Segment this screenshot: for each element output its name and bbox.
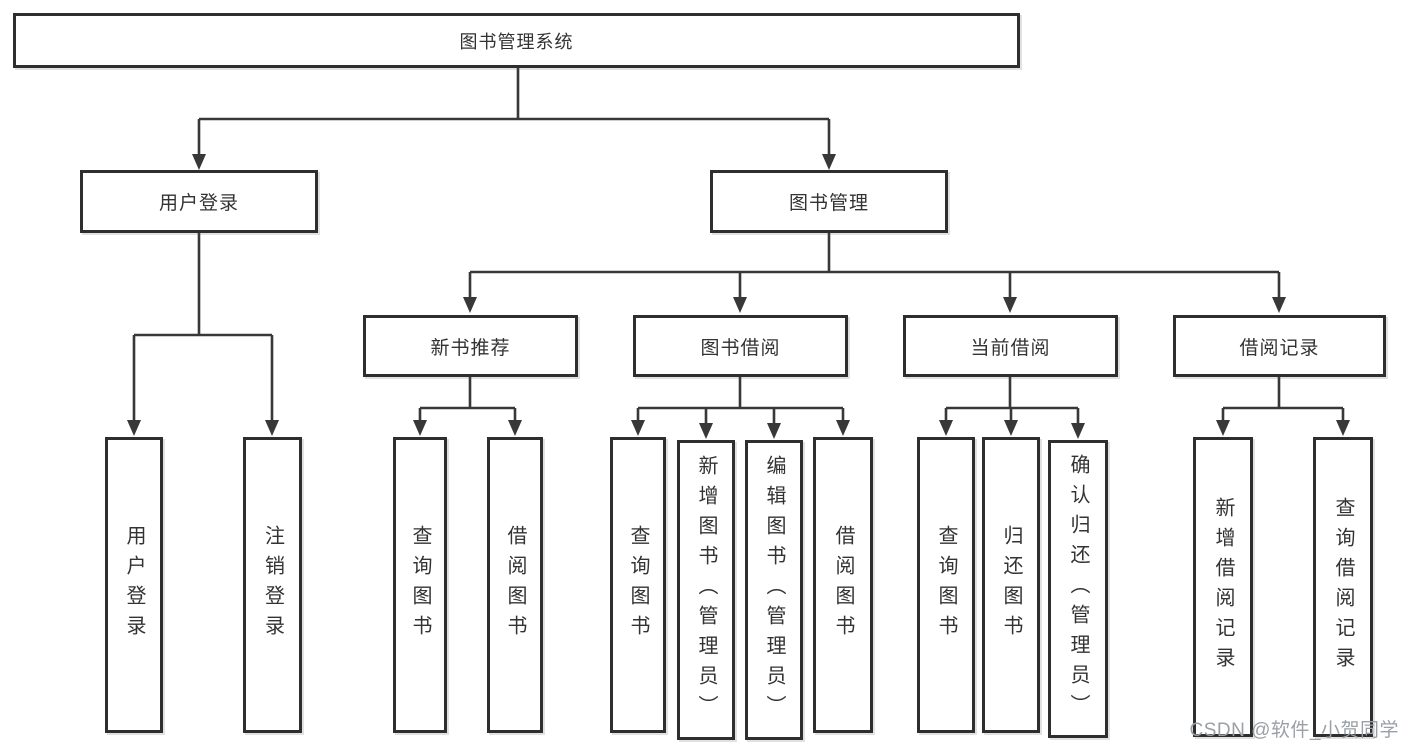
node-current-borrow: 当前借阅 — [903, 315, 1118, 377]
leaf-return-books: 归还图书 — [982, 437, 1040, 733]
node-new-book-recommend: 新书推荐 — [363, 315, 578, 377]
leaf-logout: 注销登录 — [243, 437, 302, 733]
leaf-borrow-books-recommend: 借阅图书 — [487, 437, 543, 733]
leaf-query-books-borrow: 查询图书 — [610, 437, 666, 733]
leaf-query-borrow-record: 查询借阅记录 — [1313, 437, 1373, 737]
arrowhead-icons — [127, 154, 1350, 439]
leaf-user-login: 用户登录 — [105, 437, 163, 733]
node-user-login: 用户登录 — [80, 170, 318, 233]
leaf-query-books-current: 查询图书 — [917, 437, 975, 733]
leaf-confirm-return-admin: 确认归还（管理员） — [1048, 440, 1108, 738]
leaf-add-borrow-record: 新增借阅记录 — [1193, 437, 1253, 737]
node-book-management-system: 图书管理系统 — [13, 13, 1020, 68]
leaf-edit-books-admin: 编辑图书（管理员） — [745, 440, 803, 740]
node-book-management: 图书管理 — [710, 170, 948, 233]
watermark: CSDN @软件_小贺同学 — [1189, 720, 1399, 741]
leaf-add-books-admin: 新增图书（管理员） — [677, 440, 735, 740]
leaf-query-books-recommend: 查询图书 — [393, 437, 447, 733]
leaf-borrow-books: 借阅图书 — [813, 437, 873, 733]
node-book-borrow: 图书借阅 — [633, 315, 848, 377]
node-borrow-records: 借阅记录 — [1173, 315, 1386, 377]
